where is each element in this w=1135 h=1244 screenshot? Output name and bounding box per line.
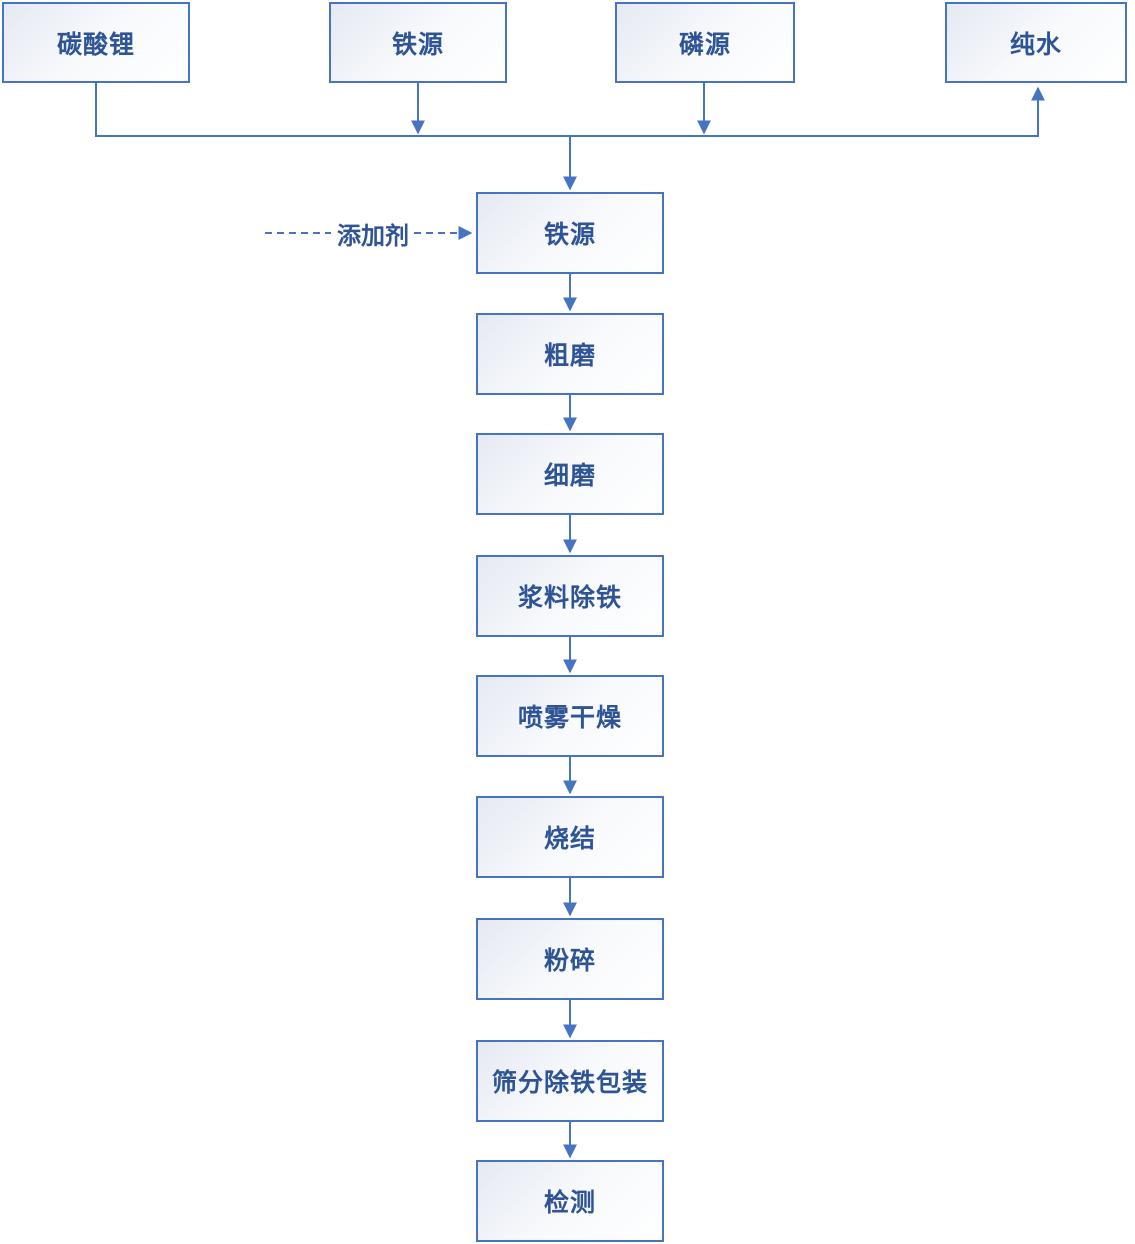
chain-node-testing: 检测 <box>476 1160 664 1242</box>
additive-label: 添加剂 <box>333 218 413 250</box>
chain-node-coarse-grinding: 粗磨 <box>476 313 664 395</box>
node-label: 纯水 <box>1009 31 1062 59</box>
node-label: 粉碎 <box>543 948 596 975</box>
node-pure-water: 纯水 <box>945 2 1127 83</box>
manifold-line <box>95 83 1045 137</box>
chain-node-fine-grinding: 细磨 <box>476 433 664 515</box>
chain-node-sieving-iron-removal-packaging: 筛分除铁包装 <box>476 1040 664 1122</box>
node-label: 烧结 <box>543 826 596 853</box>
node-label: 浆料除铁 <box>517 585 622 612</box>
node-label: 铁源 <box>391 31 444 59</box>
node-iron-source: 铁源 <box>329 2 507 83</box>
node-lithium-carbonate: 碳酸锂 <box>2 2 190 83</box>
node-label: 喷雾干燥 <box>517 705 622 732</box>
node-label: 磷源 <box>678 31 731 59</box>
node-label: 铁源 <box>543 222 596 249</box>
node-label: 筛分除铁包装 <box>491 1070 648 1097</box>
node-label: 细磨 <box>543 463 596 490</box>
additive-label-text: 添加剂 <box>337 223 409 250</box>
chain-node-slurry-iron-removal: 浆料除铁 <box>476 555 664 637</box>
chain-node-crushing: 粉碎 <box>476 918 664 1000</box>
node-phosphorus-source: 磷源 <box>615 2 795 83</box>
chain-node-spray-drying: 喷雾干燥 <box>476 675 664 757</box>
chain-node-iron-source: 铁源 <box>476 192 664 274</box>
node-label: 碳酸锂 <box>56 31 135 59</box>
chain-node-sintering: 烧结 <box>476 796 664 878</box>
node-label: 检测 <box>543 1190 596 1217</box>
node-label: 粗磨 <box>543 343 596 370</box>
